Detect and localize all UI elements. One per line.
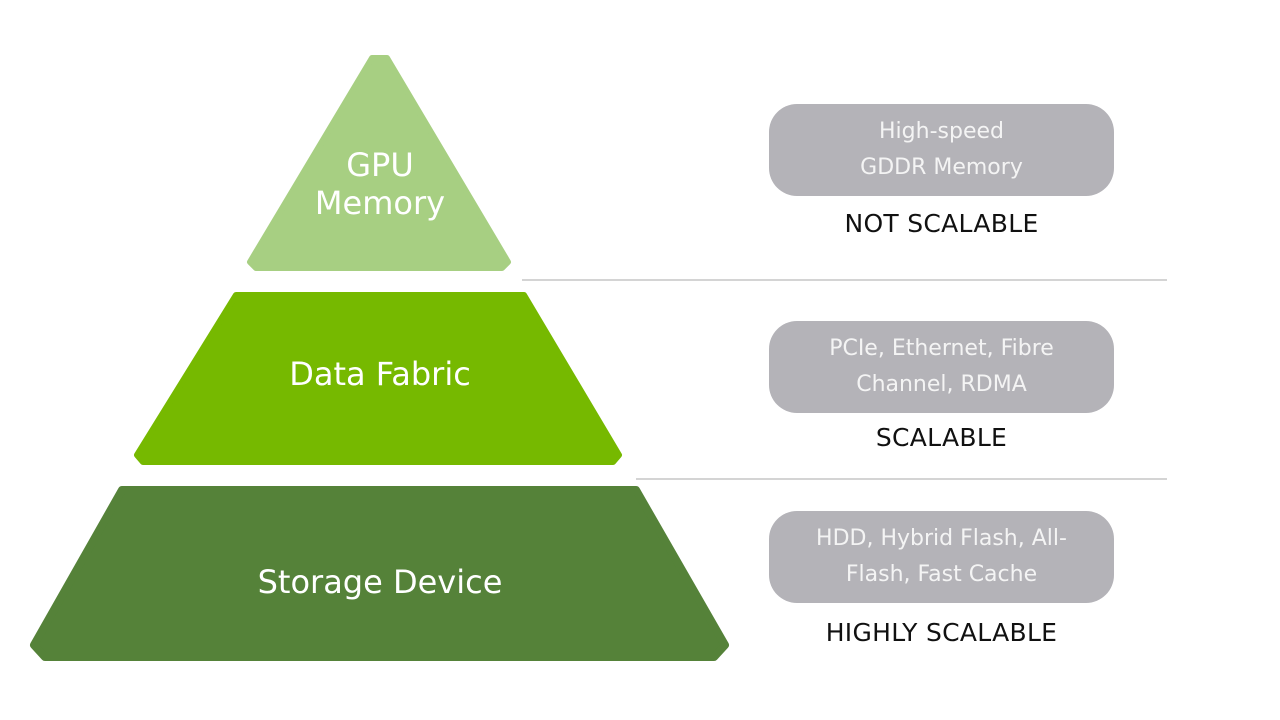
- description-line: GDDR Memory: [860, 155, 1023, 180]
- description-line: HDD, Hybrid Flash, All-: [816, 526, 1067, 551]
- tier-gpu-memory-label-line-1: GPU: [346, 146, 414, 184]
- tier-data-fabric-shape: [134, 292, 622, 465]
- divider: [636, 478, 1167, 480]
- tier-storage-device-shape: [30, 486, 729, 661]
- description-line: Flash, Fast Cache: [845, 562, 1038, 587]
- tier-gpu-memory-label: GPU Memory: [280, 146, 480, 223]
- tier-gpu-memory-shape: [247, 55, 511, 271]
- data-fabric-scalability: SCALABLE: [875, 423, 1008, 452]
- gpu-memory-description-pill: High-speed GDDR Memory: [769, 104, 1114, 196]
- storage-device-description-pill: HDD, Hybrid Flash, All- Flash, Fast Cach…: [769, 511, 1114, 603]
- gpu-memory-scalability: NOT SCALABLE: [844, 209, 1039, 238]
- tier-storage-device-label: Storage Device: [257, 563, 503, 601]
- tier-data-fabric-label: Data Fabric: [289, 355, 471, 393]
- storage-device-scalability: HIGHLY SCALABLE: [825, 618, 1058, 647]
- divider: [522, 279, 1167, 281]
- description-line: Channel, RDMA: [856, 372, 1027, 397]
- description-line: PCIe, Ethernet, Fibre: [829, 336, 1054, 361]
- description-line: High-speed: [879, 119, 1004, 144]
- tier-gpu-memory-label-line-2: Memory: [314, 184, 446, 223]
- data-fabric-description-pill: PCIe, Ethernet, Fibre Channel, RDMA: [769, 321, 1114, 413]
